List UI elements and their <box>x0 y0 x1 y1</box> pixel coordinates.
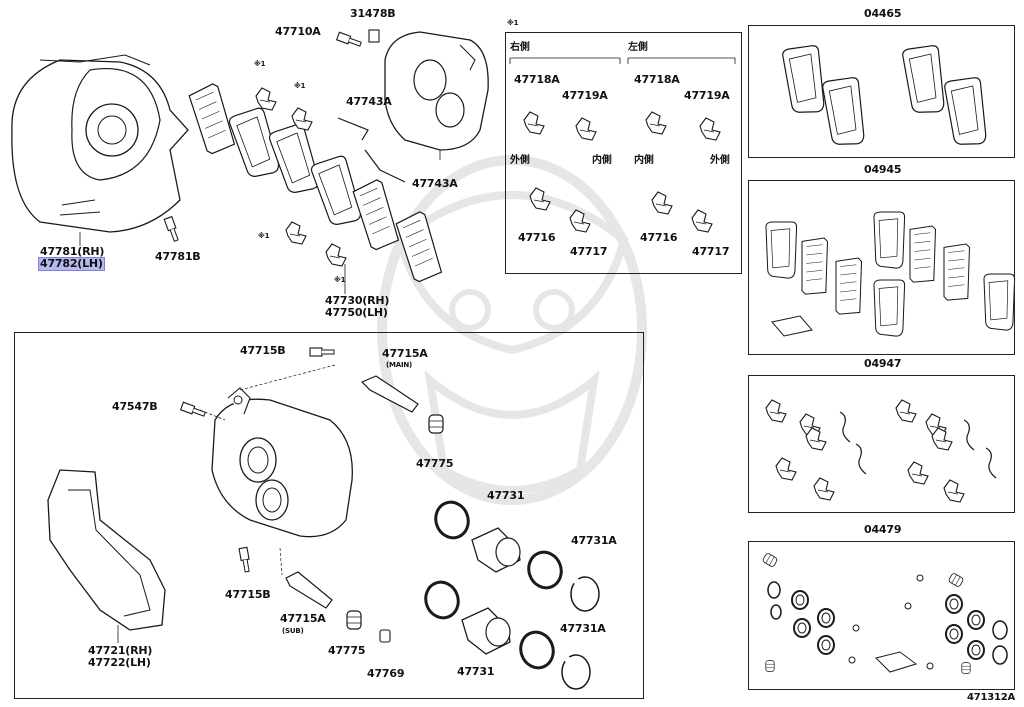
piston-bottom-icon <box>461 607 511 655</box>
part-label-31478B[interactable]: 31478B <box>350 7 396 20</box>
reference-mark-1: ※1 <box>254 60 266 68</box>
part-label-47731-top[interactable]: 47731 <box>487 489 525 502</box>
part-label-47775-bottom[interactable]: 47775 <box>328 644 366 657</box>
outer-side-left-label: 外側 <box>710 155 730 166</box>
reference-mark-3: ※1 <box>258 232 270 240</box>
main-pin-note: (MAIN) <box>386 361 413 369</box>
part-label-47781RH[interactable]: 47781(RH) <box>40 245 105 258</box>
caliper-top-icon <box>384 31 489 160</box>
piston-top-icon <box>471 527 521 573</box>
kit-04479-seals-icon <box>761 552 1008 674</box>
reference-mark-4: ※1 <box>334 276 346 284</box>
reference-mark-kit: ※1 <box>507 19 519 27</box>
clip-kit-box <box>505 32 742 274</box>
part-label-47731A-bottom[interactable]: 47731A <box>560 622 606 635</box>
mounting-bracket-icon <box>47 469 166 643</box>
part-label-47775-top[interactable]: 47775 <box>416 457 454 470</box>
slide-pin-main-icon <box>360 375 419 413</box>
kit-04945-pads-icon <box>765 211 1016 337</box>
part-label-47715A-bottom[interactable]: 47715A <box>280 612 326 625</box>
part-label-47716-right[interactable]: 47716 <box>518 231 556 244</box>
dust-shield-icon <box>11 54 189 246</box>
kit-04479-box <box>748 541 1015 690</box>
part-label-47718A-left[interactable]: 47718A <box>634 73 680 86</box>
cap-47769-icon <box>379 629 391 643</box>
part-label-47547B[interactable]: 47547B <box>112 400 158 413</box>
retainer-ring-top-icon <box>570 576 600 612</box>
sub-pin-note: (SUB) <box>282 627 304 635</box>
part-label-47750LH[interactable]: 47750(LH) <box>325 306 388 319</box>
inner-side-right-label: 内側 <box>592 155 612 166</box>
bolt-47781B-icon <box>163 216 181 243</box>
part-label-47719A-right[interactable]: 47719A <box>562 89 608 102</box>
slide-pin-sub-icon <box>285 571 333 609</box>
inner-side-left-label: 内側 <box>634 155 654 166</box>
retainer-ring-bottom-icon <box>561 654 591 690</box>
diagram-number: 471312A <box>967 692 1016 703</box>
part-label-47769[interactable]: 47769 <box>367 667 405 680</box>
part-label-47781B[interactable]: 47781B <box>155 250 201 263</box>
part-label-47782LH[interactable]: 47782(LH) <box>38 257 105 271</box>
bolt-47710A-icon <box>336 31 363 49</box>
part-label-47710A[interactable]: 47710A <box>275 25 321 38</box>
kit-label-04465[interactable]: 04465 <box>864 7 902 20</box>
kit-04945-box <box>748 180 1015 355</box>
left-side-label: 左側 <box>628 42 648 53</box>
part-label-47722LH[interactable]: 47722(LH) <box>88 656 151 669</box>
part-label-47719A-left[interactable]: 47719A <box>684 89 730 102</box>
part-label-47715B-bottom[interactable]: 47715B <box>225 588 271 601</box>
part-label-47730RH[interactable]: 47730(RH) <box>325 294 390 307</box>
kit-04947-box <box>748 375 1015 513</box>
kit-label-04945[interactable]: 04945 <box>864 163 902 176</box>
part-label-47731A-top[interactable]: 47731A <box>571 534 617 547</box>
kit-04465-box <box>748 25 1015 158</box>
caliper-assembly-box <box>14 332 644 699</box>
part-label-47717-left[interactable]: 47717 <box>692 245 730 258</box>
kit-label-04947[interactable]: 04947 <box>864 357 902 370</box>
part-label-47716-left[interactable]: 47716 <box>640 231 678 244</box>
right-side-label: 右側 <box>510 42 530 53</box>
part-label-47743A-bottom[interactable]: 47743A <box>412 177 458 190</box>
reference-mark-2: ※1 <box>294 82 306 90</box>
anti-squeal-springs-icon <box>337 117 406 183</box>
kit-label-04479[interactable]: 04479 <box>864 523 902 536</box>
caliper-body-icon <box>199 387 353 538</box>
bleeder-31478B-icon <box>368 29 380 43</box>
outer-side-right-label: 外側 <box>510 155 530 166</box>
part-label-47715A-top[interactable]: 47715A <box>382 347 428 360</box>
part-label-47721RH[interactable]: 47721(RH) <box>88 644 153 657</box>
part-label-47715B-top[interactable]: 47715B <box>240 344 286 357</box>
clip-kit-contents-icon <box>509 57 736 233</box>
part-label-47717-right[interactable]: 47717 <box>570 245 608 258</box>
part-label-47718A-right[interactable]: 47718A <box>514 73 560 86</box>
part-label-47743A-top[interactable]: 47743A <box>346 95 392 108</box>
part-label-47731-bottom[interactable]: 47731 <box>457 665 495 678</box>
watermark-emblem <box>377 155 647 505</box>
